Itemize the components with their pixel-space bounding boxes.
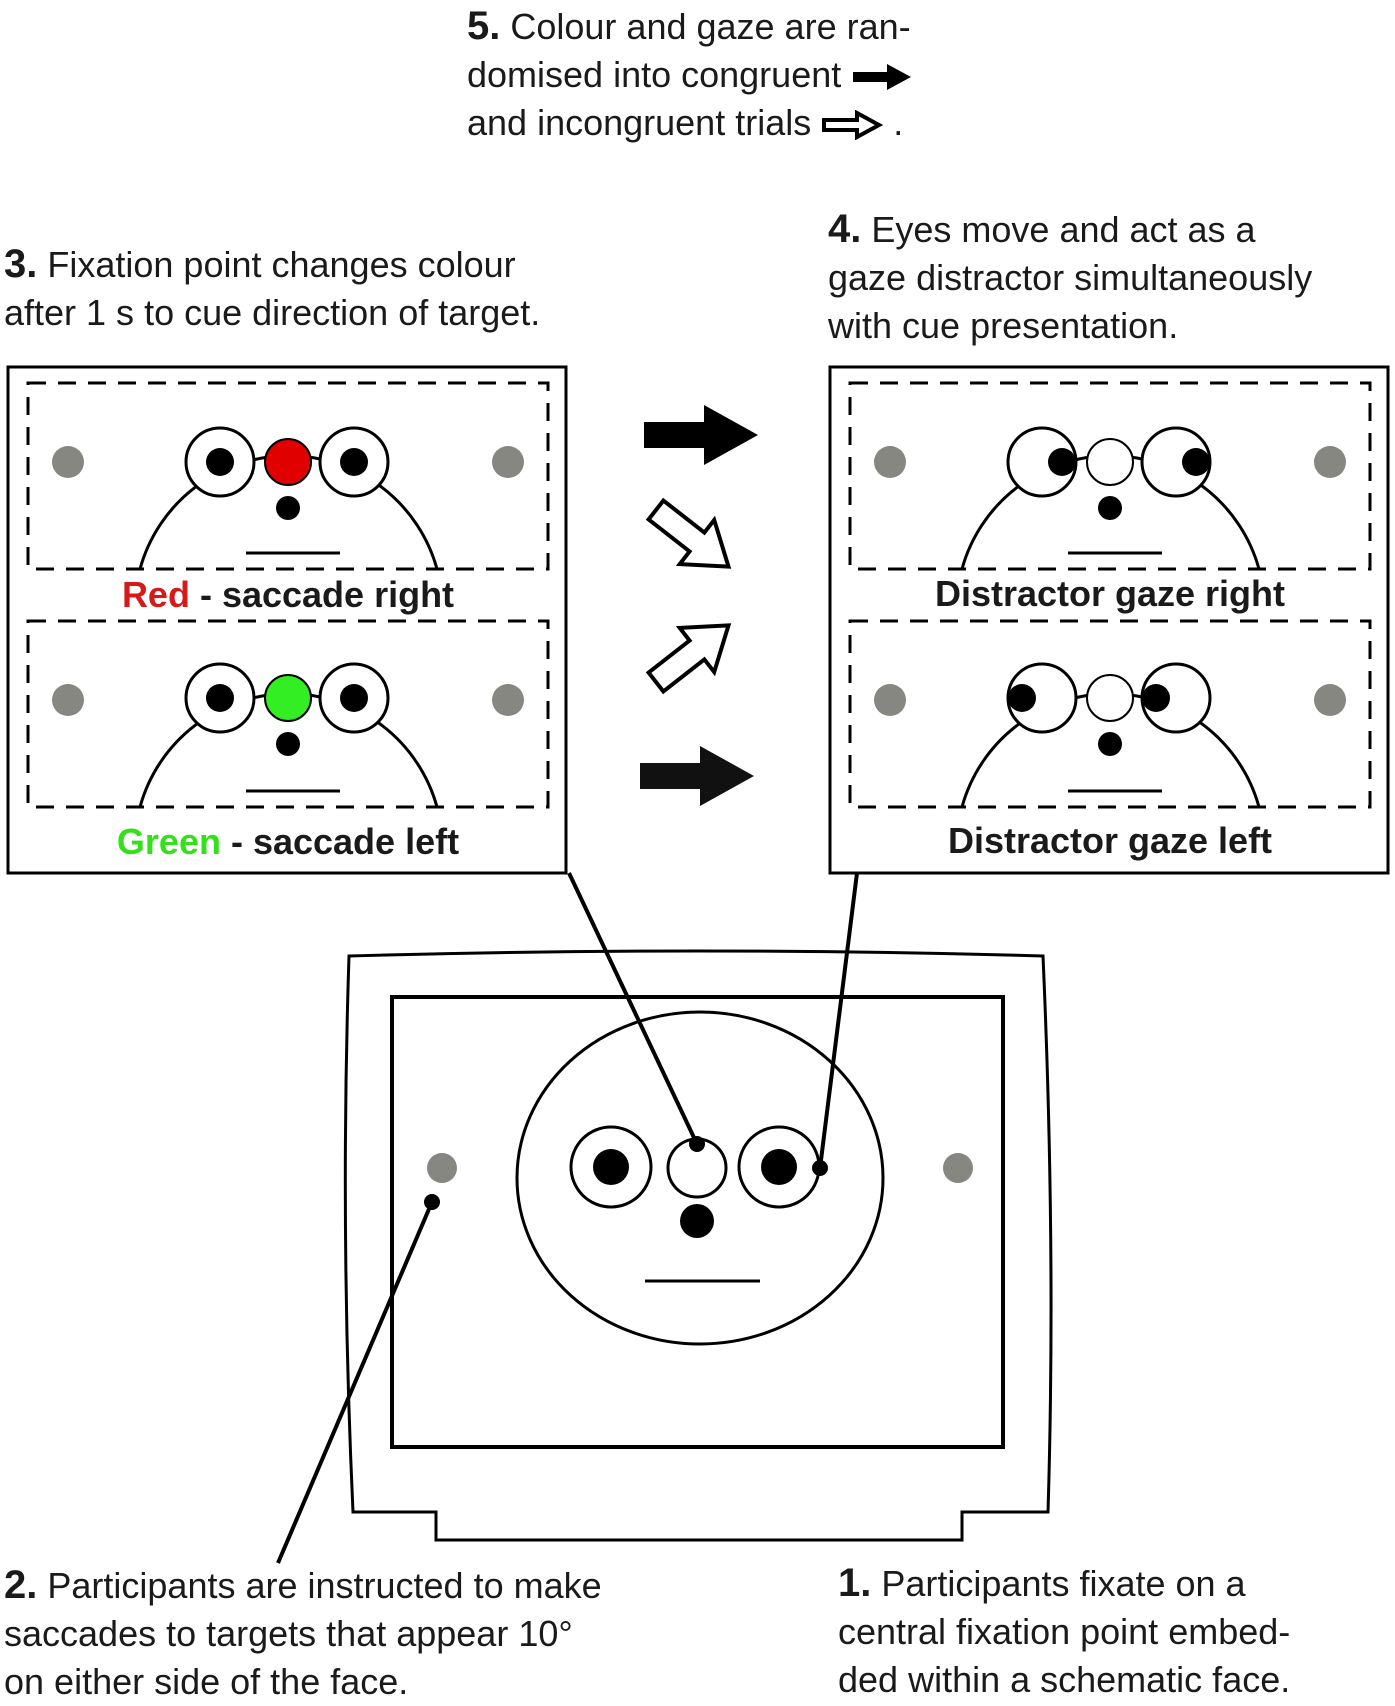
step2-line3: on either side of the face. <box>4 1661 409 1702</box>
green-cue-face <box>26 619 550 809</box>
step1-line2: central fixation point embed- <box>838 1611 1291 1652</box>
gaze-left-face <box>848 619 1372 809</box>
cue-panel <box>6 365 568 875</box>
red-cue-face <box>26 381 550 571</box>
gaze-right-face <box>848 381 1372 571</box>
green-cue-caption: Green - saccade left <box>28 820 548 864</box>
step2-number: 2. <box>4 1563 38 1607</box>
connector-lines <box>276 872 859 1564</box>
step2-text: 2. Participants are instructed to make s… <box>4 1561 744 1706</box>
step5-number: 5. <box>467 4 501 48</box>
step1-line1: Participants fixate on a <box>881 1563 1246 1604</box>
congruent-arrow-top <box>644 405 758 465</box>
congruent-arrow-bottom <box>640 746 754 806</box>
step4-line1: Eyes move and act as a <box>871 209 1256 250</box>
step2-line2: saccades to targets that appear 10° <box>4 1613 573 1654</box>
step1-line3: ded within a schematic face. <box>838 1659 1291 1700</box>
green-word: Green <box>116 821 221 862</box>
gaze-panel <box>828 365 1390 875</box>
step3-text: 3. Fixation point changes colour after 1… <box>4 240 644 337</box>
filled-arrow-icon <box>853 64 912 91</box>
step1-text: 1. Participants fixate on a central fixa… <box>838 1559 1393 1704</box>
right-target-dot <box>492 446 524 478</box>
green-fixation-point <box>264 674 312 722</box>
step3-number: 3. <box>4 242 38 286</box>
red-cue-caption: Red - saccade right <box>28 573 548 617</box>
step5-end: . <box>893 102 904 143</box>
left-target-dot <box>427 1153 457 1183</box>
gaze-left-caption: Distractor gaze left <box>947 820 1273 861</box>
step4-line2: gaze distractor simultaneously <box>828 257 1313 298</box>
left-target-dot <box>52 446 84 478</box>
step5-line2: domised into congruent <box>467 54 842 95</box>
step4-text: 4. Eyes move and act as a gaze distracto… <box>828 205 1388 350</box>
step5-line1: Colour and gaze are ran- <box>510 6 911 47</box>
incongruent-arrow-up <box>645 623 732 695</box>
step5-text: 5. Colour and gaze are ran- domised into… <box>467 2 1027 147</box>
hollow-arrow-icon <box>822 110 884 141</box>
step3-line1: Fixation point changes colour <box>47 244 516 285</box>
step2-line1: Participants are instructed to make <box>47 1565 602 1606</box>
step4-number: 4. <box>828 207 862 251</box>
step3-line2: after 1 s to cue direction of target. <box>4 292 541 333</box>
right-target-dot <box>943 1153 973 1183</box>
monitor <box>343 949 1053 1542</box>
gaze-right-caption: Distractor gaze right <box>934 573 1286 614</box>
red-fixation-point <box>264 438 312 486</box>
step1-number: 1. <box>838 1561 872 1605</box>
green-rest: - saccade left <box>220 821 460 862</box>
incongruent-arrow-down <box>645 497 732 569</box>
red-rest: - saccade right <box>189 574 455 615</box>
red-word: Red <box>121 574 190 615</box>
step5-line3: and incongruent trials <box>467 102 812 143</box>
step4-line3: with cue presentation. <box>828 305 1179 346</box>
